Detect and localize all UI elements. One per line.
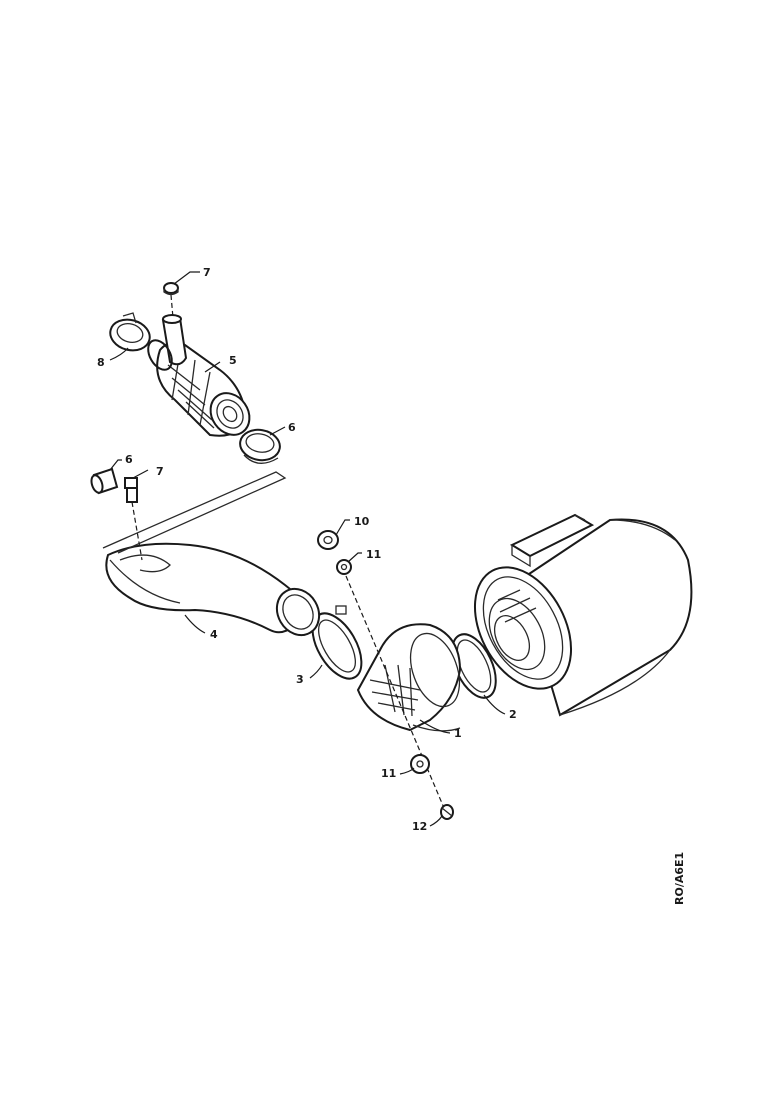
sleeve-6-lower bbox=[90, 467, 119, 495]
callout-5: 5 bbox=[229, 354, 237, 367]
callout-10: 10 bbox=[354, 515, 370, 528]
callout-2: 2 bbox=[509, 708, 517, 721]
hose-clamp-6-upper bbox=[239, 428, 281, 464]
callout-7-lower: 7 bbox=[156, 465, 164, 478]
leader-lines bbox=[109, 271, 506, 827]
callout-3: 3 bbox=[296, 673, 304, 686]
bolt-12 bbox=[440, 804, 454, 820]
callout-8: 8 bbox=[97, 356, 105, 369]
callout-6-upper: 6 bbox=[288, 421, 296, 434]
air-cleaner-housing bbox=[473, 513, 693, 717]
callout-11-upper: 11 bbox=[366, 548, 381, 561]
callout-12: 12 bbox=[412, 820, 427, 833]
callout-1: 1 bbox=[454, 727, 462, 740]
hose-clamp-8 bbox=[109, 312, 151, 352]
washer-11-upper bbox=[336, 559, 352, 575]
nut-7-upper bbox=[163, 282, 179, 319]
callout-4: 4 bbox=[210, 628, 218, 641]
callout-11-lower: 11 bbox=[381, 767, 396, 780]
pre-cleaner-5 bbox=[147, 314, 251, 437]
washer-10 bbox=[317, 530, 339, 550]
callout-7-upper: 7 bbox=[203, 266, 211, 279]
stud-7-lower bbox=[124, 477, 143, 561]
reference-code: RO/A6E1 bbox=[673, 852, 686, 905]
callout-6-lower: 6 bbox=[125, 453, 133, 466]
washer-11-lower bbox=[410, 754, 430, 774]
elbow-hose-1 bbox=[356, 623, 462, 732]
intake-pipe-4 bbox=[102, 471, 321, 637]
